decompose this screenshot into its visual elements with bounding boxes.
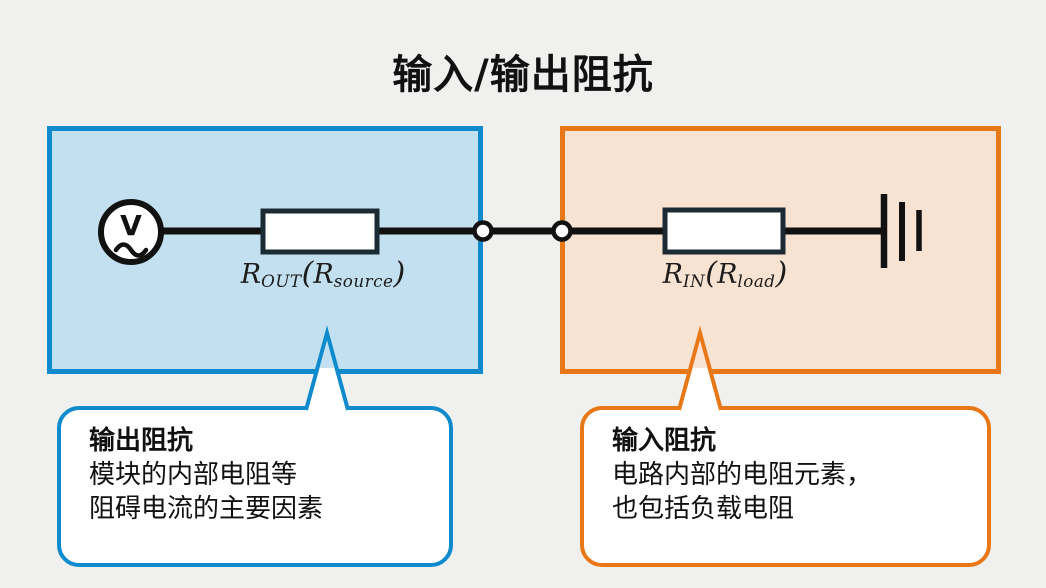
- resistor-label-rout: ROUT(Rsource): [238, 256, 408, 291]
- output-callout-line1: 模块的内部电阻等: [89, 460, 298, 490]
- input-callout-title: 输入阻抗: [612, 426, 717, 456]
- output-callout-title: 输出阻抗: [89, 426, 194, 456]
- rin-arg-sub: load: [737, 271, 776, 292]
- resistor-label-rin: RIN(Rload): [640, 256, 810, 291]
- rout-arg-base: R: [313, 259, 334, 290]
- input-impedance-callout: 输入阻抗 电路内部的电阻元素， 也包括负载电阻: [580, 406, 991, 567]
- input-callout-line2: 也包括负载电阻: [612, 494, 795, 524]
- output-callout-line2: 阻碍电流的主要因素: [89, 494, 324, 524]
- rout-close-paren: ): [393, 256, 406, 291]
- input-callout-line1: 电路内部的电阻元素，: [612, 460, 873, 490]
- output-impedance-box: [47, 126, 483, 374]
- rout-sub: OUT: [261, 271, 302, 292]
- rin-open-paren: (: [705, 256, 718, 291]
- rout-open-paren: (: [301, 256, 314, 291]
- rin-base: R: [662, 259, 683, 290]
- rin-sub: IN: [683, 271, 706, 292]
- rout-base: R: [240, 259, 262, 290]
- output-impedance-callout: 输出阻抗 模块的内部电阻等 阻碍电流的主要因素: [57, 406, 453, 567]
- input-impedance-box: [560, 126, 1001, 374]
- rin-arg-base: R: [717, 259, 738, 290]
- page-title: 输入/输出阻抗: [392, 52, 654, 98]
- rout-arg-sub: source: [333, 271, 394, 292]
- rin-close-paren: ): [775, 256, 788, 291]
